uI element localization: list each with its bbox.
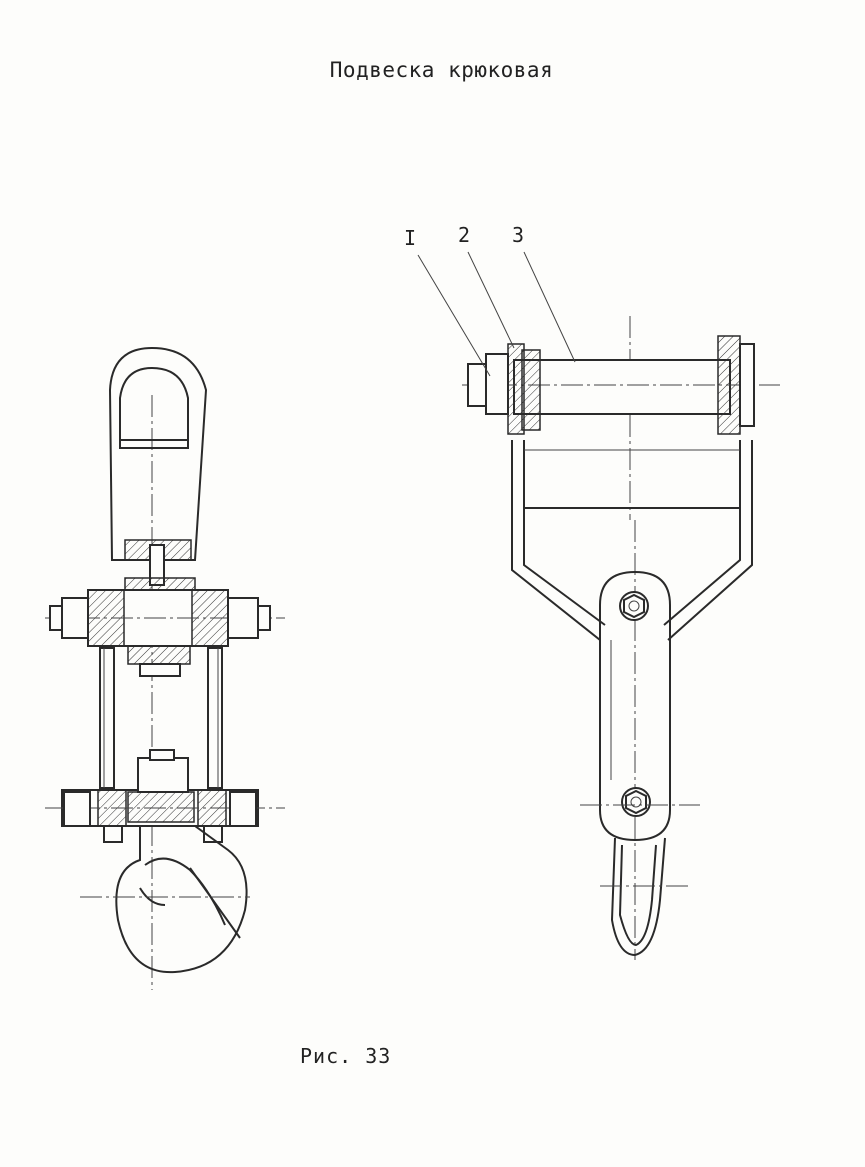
upper-collar <box>127 645 191 665</box>
hook-side-inner <box>618 844 657 947</box>
upper-pin-nut <box>623 593 645 619</box>
lower-nut-left <box>63 791 91 827</box>
flange-left <box>521 349 541 431</box>
front-view <box>45 346 285 990</box>
lower-lug-right <box>203 825 223 843</box>
safety-latch <box>189 867 241 939</box>
hook-nut-top <box>149 749 175 761</box>
hook-inner-curve <box>144 857 226 926</box>
nut-1-end <box>467 363 487 407</box>
right-cap <box>739 343 755 427</box>
frame-right-inner <box>663 440 741 626</box>
side-plate-right <box>207 647 223 789</box>
figure-caption: Рис. 33 <box>300 1044 392 1068</box>
frame-right-outer <box>667 440 753 641</box>
axle-3 <box>513 359 731 415</box>
page-title: Подвеска крюковая <box>329 58 554 82</box>
flange-right <box>717 335 741 435</box>
frame-left-outer <box>511 440 601 641</box>
thrust-bearing <box>127 791 195 823</box>
nut-1 <box>485 353 509 415</box>
hook-body <box>115 825 248 974</box>
hook-side-view <box>610 837 666 957</box>
callout-3: 3 <box>512 223 524 247</box>
eye-opening <box>119 366 189 441</box>
hook-nut <box>137 757 189 793</box>
lower-lug-left <box>103 825 123 843</box>
callout-1: I <box>404 226 416 250</box>
callout-2: 2 <box>458 223 470 247</box>
upper-bolt-end-left <box>49 605 63 631</box>
leader-line-2 <box>467 251 515 349</box>
suspension-link <box>599 570 671 842</box>
side-view: I 2 3 <box>404 223 780 960</box>
hook-tip <box>139 887 166 906</box>
lower-nut-right <box>229 791 257 827</box>
frame-left-inner <box>523 440 606 626</box>
upper-collar-ring <box>139 663 181 677</box>
shank-eye <box>108 346 208 561</box>
leader-line-3 <box>523 251 576 363</box>
upper-nut-left <box>61 597 89 639</box>
eye-bar <box>119 439 189 449</box>
lower-pin-nut <box>625 789 647 815</box>
upper-bolt-end-right <box>257 605 271 631</box>
leader-line-1 <box>417 254 491 377</box>
side-plate-left <box>99 647 115 789</box>
upper-nut-right <box>227 597 259 639</box>
